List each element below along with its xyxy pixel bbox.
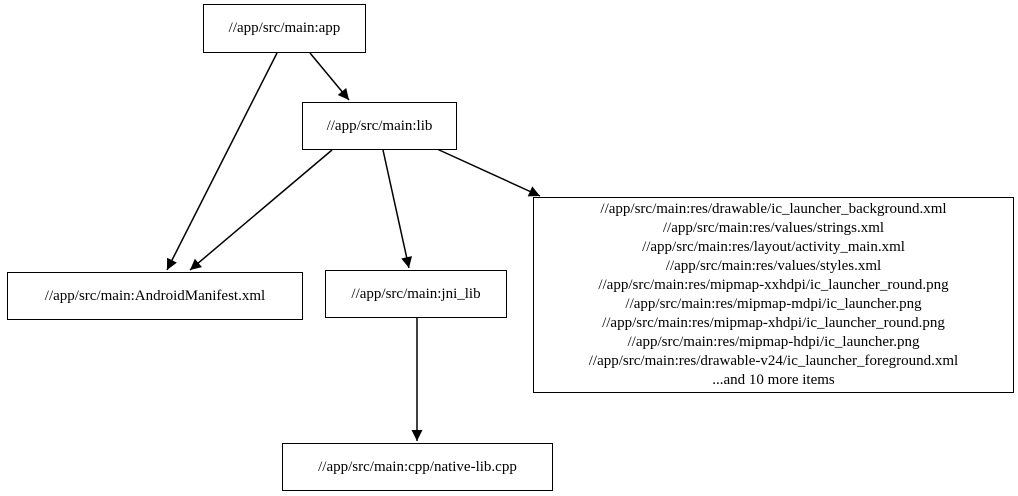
node-native-lib-cpp: //app/src/main:cpp/native-lib.cpp (282, 443, 553, 491)
resource-line: //app/src/main:res/values/styles.xml (665, 258, 882, 274)
node-lib-label: //app/src/main:lib (326, 117, 433, 134)
edge-lib-to-manifest (189, 149, 333, 271)
edge-app-to-lib (309, 52, 350, 101)
node-app: //app/src/main:app (203, 4, 366, 53)
resource-line: //app/src/main:res/values/strings.xml (662, 220, 885, 236)
edge-app-to-manifest (166, 52, 278, 271)
node-android-manifest-label: //app/src/main:AndroidManifest.xml (44, 287, 266, 304)
node-jni-lib-label: //app/src/main:jni_lib (351, 285, 481, 302)
node-jni-lib: //app/src/main:jni_lib (325, 270, 507, 318)
node-lib: //app/src/main:lib (302, 102, 457, 150)
resource-more-items: ...and 10 more items (712, 372, 835, 388)
resource-line: //app/src/main:res/mipmap-xxhdpi/ic_laun… (598, 277, 949, 293)
node-native-lib-cpp-label: //app/src/main:cpp/native-lib.cpp (318, 458, 517, 475)
node-app-label: //app/src/main:app (228, 20, 341, 36)
resource-line: //app/src/main:res/drawable/ic_launcher_… (600, 201, 947, 217)
edge-lib-to-resources (436, 148, 541, 197)
resource-line: //app/src/main:res/mipmap-hdpi/ic_launch… (627, 334, 920, 350)
edge-lib-to-jni-lib (382, 149, 413, 269)
resource-line: //app/src/main:res/drawable-v24/ic_launc… (588, 353, 959, 369)
node-resources-group: //app/src/main:res/drawable/ic_launcher_… (533, 197, 1014, 393)
resource-line: //app/src/main:res/layout/activity_main.… (642, 239, 905, 255)
node-android-manifest: //app/src/main:AndroidManifest.xml (7, 272, 303, 320)
resource-line: //app/src/main:res/mipmap-mdpi/ic_launch… (625, 296, 922, 312)
resource-line: //app/src/main:res/mipmap-xhdpi/ic_launc… (602, 315, 945, 331)
